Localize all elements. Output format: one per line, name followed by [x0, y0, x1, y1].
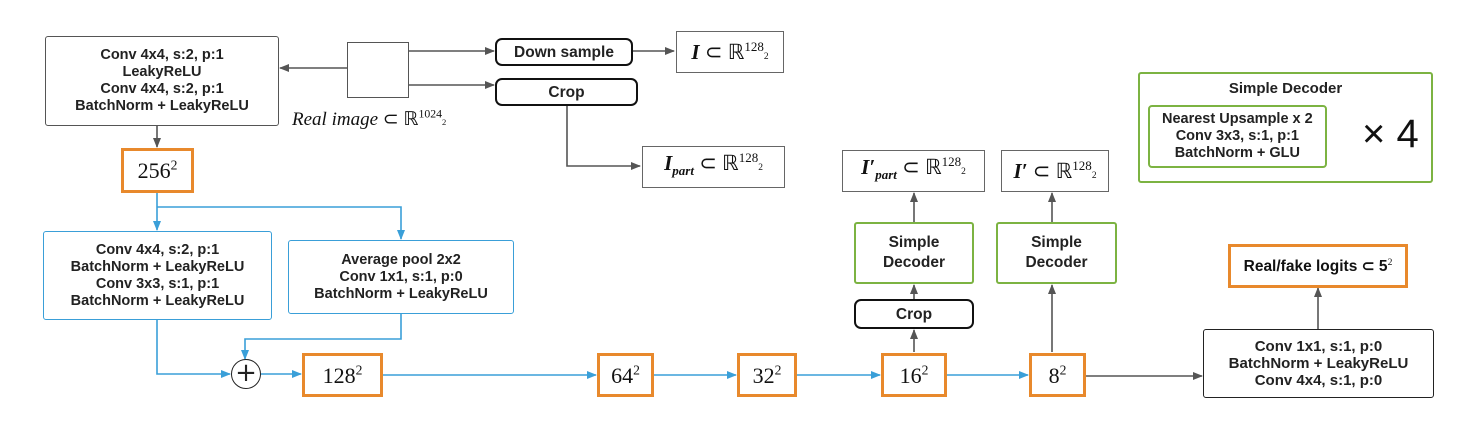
legend-inner-block: Nearest Upsample x 2 Conv 3x3, s:1, p:1 …	[1148, 105, 1327, 168]
output-i-label: I	[691, 39, 700, 64]
feature-128: 1282	[302, 353, 383, 397]
output-i-part-exp: 128	[738, 149, 759, 165]
arrow-crop-to-ipart	[566, 106, 641, 170]
real-image-caption: Real image ⊂ ℝ10242	[292, 108, 446, 131]
simple-decoder-2-line: Simple	[1031, 234, 1082, 251]
legend-multiplier: × 4	[1362, 112, 1419, 156]
encoder-line: BatchNorm + LeakyReLU	[75, 98, 249, 114]
simple-decoder-legend: Simple Decoder Nearest Upsample x 2 Conv…	[1138, 72, 1433, 183]
feature-16: 162	[881, 353, 947, 397]
output-i-prime-exp: 128	[1072, 157, 1092, 173]
feature-16-value: 16	[899, 362, 922, 388]
real-image-exp: 1024	[418, 107, 443, 121]
residual-line: Conv 3x3, s:1, p:1	[95, 275, 220, 292]
feature-64: 642	[597, 353, 654, 397]
feature-128-exp: 2	[355, 362, 363, 378]
output-i-part-prime-exp: 128	[941, 153, 962, 169]
legend-line: Conv 3x3, s:1, p:1	[1175, 128, 1299, 144]
skip-line: Conv 1x1, s:1, p:0	[339, 268, 463, 285]
skip-block: Average pool 2x2 Conv 1x1, s:1, p:0 Batc…	[288, 240, 514, 314]
feature-256: 2562	[121, 148, 194, 193]
feature-64-exp: 2	[633, 362, 640, 378]
logits-output: Real/fake logits ⊂ 52	[1228, 244, 1408, 288]
feature-32-value: 32	[752, 362, 775, 388]
legend-line: BatchNorm + GLU	[1174, 145, 1300, 161]
crop-block-top: Crop	[495, 78, 638, 106]
feature-256-value: 256	[137, 158, 171, 183]
logits-exp: 2	[1387, 256, 1393, 268]
output-i-part-label: I	[664, 150, 673, 175]
feature-64-value: 64	[611, 362, 634, 388]
sum-node: +	[231, 359, 261, 389]
feature-16-exp: 2	[921, 362, 929, 378]
output-i-prime-label: I′	[1013, 158, 1028, 183]
head-line: Conv 4x4, s:1, p:0	[1254, 372, 1383, 389]
output-i-part-prime-sub: part	[875, 167, 897, 183]
encoder-line: Conv 4x4, s:2, p:1	[100, 81, 224, 97]
real-image-exp2: 2	[442, 117, 447, 127]
feature-8: 82	[1029, 353, 1086, 397]
simple-decoder-2: Simple Decoder	[996, 222, 1117, 284]
output-i-exp: 128	[744, 38, 764, 54]
output-i-part-sub: part	[672, 163, 694, 179]
legend-title: Simple Decoder	[1228, 80, 1343, 97]
residual-line: BatchNorm + LeakyReLU	[70, 258, 245, 275]
arrow-256-branch-to-skip	[157, 206, 405, 240]
output-i-rel: ⊂ ℝ	[704, 39, 745, 64]
encoder-line: LeakyReLU	[122, 64, 202, 80]
simple-decoder-1-line: Decoder	[882, 254, 946, 271]
encoder-line: Conv 4x4, s:2, p:1	[100, 47, 224, 63]
head-line: Conv 1x1, s:1, p:0	[1254, 338, 1383, 355]
feature-8-value: 8	[1048, 362, 1060, 388]
legend-line: Nearest Upsample x 2	[1162, 111, 1313, 127]
output-i-prime-rel: ⊂ ℝ	[1032, 158, 1073, 183]
crop-block-mid: Crop	[854, 299, 974, 329]
simple-decoder-2-line: Decoder	[1025, 254, 1088, 271]
simple-decoder-1-line: Simple	[888, 234, 940, 251]
feature-256-exp: 2	[170, 157, 178, 173]
logits-label: Real/fake logits ⊂ 5	[1243, 257, 1388, 275]
head-line: BatchNorm + LeakyReLU	[1228, 355, 1409, 372]
output-i-part-prime-exp2: 2	[961, 166, 966, 177]
output-i: I ⊂ ℝ1282	[676, 31, 784, 73]
output-i-part-exp2: 2	[758, 162, 763, 173]
output-i-part-prime: I′part ⊂ ℝ1282	[842, 150, 985, 192]
real-image-space: ⊂ ℝ	[382, 109, 419, 130]
output-i-part-prime-label: I′	[861, 154, 876, 179]
feature-32: 322	[737, 353, 797, 397]
encoder-block: Conv 4x4, s:2, p:1 LeakyReLU Conv 4x4, s…	[45, 36, 279, 126]
real-image-label: Real image	[292, 109, 379, 130]
output-i-part-prime-rel: ⊂ ℝ	[902, 154, 942, 179]
skip-line: BatchNorm + LeakyReLU	[314, 285, 488, 302]
residual-line: BatchNorm + LeakyReLU	[70, 292, 245, 309]
discriminator-head-block: Conv 1x1, s:1, p:0 BatchNorm + LeakyReLU…	[1203, 329, 1434, 398]
simple-decoder-1: Simple Decoder	[854, 222, 974, 284]
feature-32-exp: 2	[774, 362, 782, 378]
output-i-part: Ipart ⊂ ℝ1282	[642, 146, 785, 188]
skip-line: Average pool 2x2	[341, 251, 461, 268]
output-i-prime-exp2: 2	[1091, 170, 1097, 181]
output-i-part-rel: ⊂ ℝ	[699, 150, 739, 175]
real-image-box	[347, 42, 409, 98]
feature-8-exp: 2	[1059, 362, 1067, 378]
residual-block: Conv 4x4, s:2, p:1 BatchNorm + LeakyReLU…	[43, 231, 272, 320]
output-i-prime: I′ ⊂ ℝ1282	[1001, 150, 1109, 192]
residual-line: Conv 4x4, s:2, p:1	[95, 241, 220, 258]
output-i-exp2: 2	[763, 51, 769, 62]
arrow-residual-to-plus	[156, 320, 231, 378]
feature-128-value: 128	[322, 362, 356, 388]
arrow-skip-to-plus	[241, 314, 402, 360]
down-sample-block: Down sample	[495, 38, 633, 66]
